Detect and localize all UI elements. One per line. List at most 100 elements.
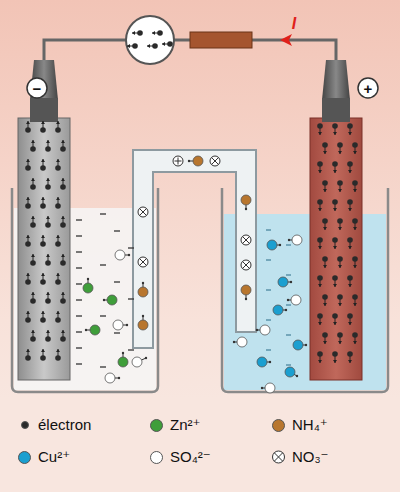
negative-charge xyxy=(100,213,106,214)
electron-dot xyxy=(322,218,328,224)
motion-arrowhead xyxy=(318,132,322,135)
electron-dot xyxy=(317,275,323,281)
electron-dot xyxy=(25,203,31,209)
motion-arrowhead xyxy=(233,341,235,343)
terminal xyxy=(322,98,350,122)
electron-dot xyxy=(332,237,338,243)
motion-arrowhead xyxy=(128,254,130,256)
motion-arrowhead xyxy=(56,273,60,276)
zinc-electrode xyxy=(18,118,70,380)
motion-arrowhead xyxy=(348,246,352,249)
copper-electrode xyxy=(310,118,362,380)
electron-dot xyxy=(55,127,61,133)
legend-text: électron xyxy=(38,416,91,433)
negative-charge xyxy=(76,331,82,332)
electron-dot xyxy=(60,260,66,266)
electron-dot xyxy=(60,184,66,190)
motion-arrowhead xyxy=(26,349,30,352)
electron-dot xyxy=(332,199,338,205)
motion-arrowhead xyxy=(333,208,337,211)
motion-arrowhead xyxy=(87,278,89,280)
motion-arrowhead xyxy=(348,132,352,135)
motion-arrowhead xyxy=(333,322,337,325)
zinc-ion xyxy=(90,325,100,335)
ammonium-ion xyxy=(173,156,183,166)
motion-arrowhead xyxy=(41,235,45,238)
motion-arrowhead xyxy=(323,189,327,192)
nitrate-ion xyxy=(138,207,148,217)
motion-arrowhead xyxy=(26,159,30,162)
negative-charge xyxy=(76,283,82,284)
motion-arrowhead xyxy=(353,303,357,306)
particles xyxy=(25,121,358,393)
electron-dot xyxy=(167,41,173,47)
motion-arrowhead xyxy=(46,178,50,181)
electron-dot xyxy=(352,332,358,338)
ammonium-ion xyxy=(175,158,182,165)
negative-charge xyxy=(128,298,134,299)
negative-charge xyxy=(128,349,134,350)
motion-arrowhead xyxy=(56,235,60,238)
electron-dot xyxy=(352,180,358,186)
electron-dot xyxy=(317,199,323,205)
motion-arrowhead xyxy=(26,311,30,314)
resistor-symbol xyxy=(190,32,252,48)
electron-dot xyxy=(25,279,31,285)
negative-charge xyxy=(100,366,106,367)
motion-arrowhead xyxy=(56,349,60,352)
motion-arrowhead xyxy=(245,298,247,300)
electron-dot xyxy=(337,256,343,262)
motion-arrowhead xyxy=(353,189,357,192)
zinc-ion xyxy=(118,357,128,367)
current-label: I xyxy=(292,15,296,33)
electron-dot xyxy=(337,142,343,148)
negative-charge xyxy=(76,235,82,236)
polarity-sign: + xyxy=(364,80,373,97)
motion-arrowhead xyxy=(348,360,352,363)
electron-dot xyxy=(45,336,51,342)
motion-arrowhead xyxy=(46,140,50,143)
negative-charge xyxy=(128,247,134,248)
electron-dot xyxy=(347,237,353,243)
electron-dot xyxy=(30,184,36,190)
legend-text: NO₃⁻ xyxy=(292,448,329,466)
electron-dot xyxy=(347,275,353,281)
electron-dot xyxy=(40,355,46,361)
electron-dot xyxy=(152,43,158,49)
motion-arrowhead xyxy=(142,282,144,284)
motion-arrowhead xyxy=(338,151,342,154)
motion-arrowhead xyxy=(338,303,342,306)
motion-arrowhead xyxy=(318,246,322,249)
legend-ground xyxy=(0,400,400,492)
legend-entry: NO₃⁻ xyxy=(272,448,329,466)
electron-dot xyxy=(25,317,31,323)
electron-dot xyxy=(25,241,31,247)
negative-charge xyxy=(76,315,82,316)
sulfate-ion xyxy=(105,373,115,383)
motion-arrowhead xyxy=(56,121,60,124)
electron-dot xyxy=(332,351,338,357)
wire xyxy=(44,40,126,60)
motion-arrowhead xyxy=(318,322,322,325)
motion-arrowhead xyxy=(338,189,342,192)
motion-arrowhead xyxy=(61,178,65,181)
electron-dot xyxy=(55,203,61,209)
motion-arrowhead xyxy=(132,31,135,35)
motion-arrowhead xyxy=(41,121,45,124)
legend-swatch xyxy=(272,419,285,432)
legend-text: SO₄²⁻ xyxy=(170,448,211,466)
electron-dot xyxy=(45,184,51,190)
electron-dot xyxy=(25,355,31,361)
motion-arrowhead xyxy=(333,284,337,287)
electron-dot xyxy=(30,336,36,342)
motion-arrowhead xyxy=(46,254,50,257)
motion-arrowhead xyxy=(26,235,30,238)
electron-dot xyxy=(60,146,66,152)
motion-arrowhead xyxy=(305,344,307,346)
background xyxy=(0,0,400,400)
motion-arrowhead xyxy=(31,254,35,257)
electron-dot xyxy=(25,165,31,171)
zinc-ion xyxy=(107,295,117,305)
motion-arrowhead xyxy=(61,140,65,143)
negative-charge xyxy=(76,251,82,252)
